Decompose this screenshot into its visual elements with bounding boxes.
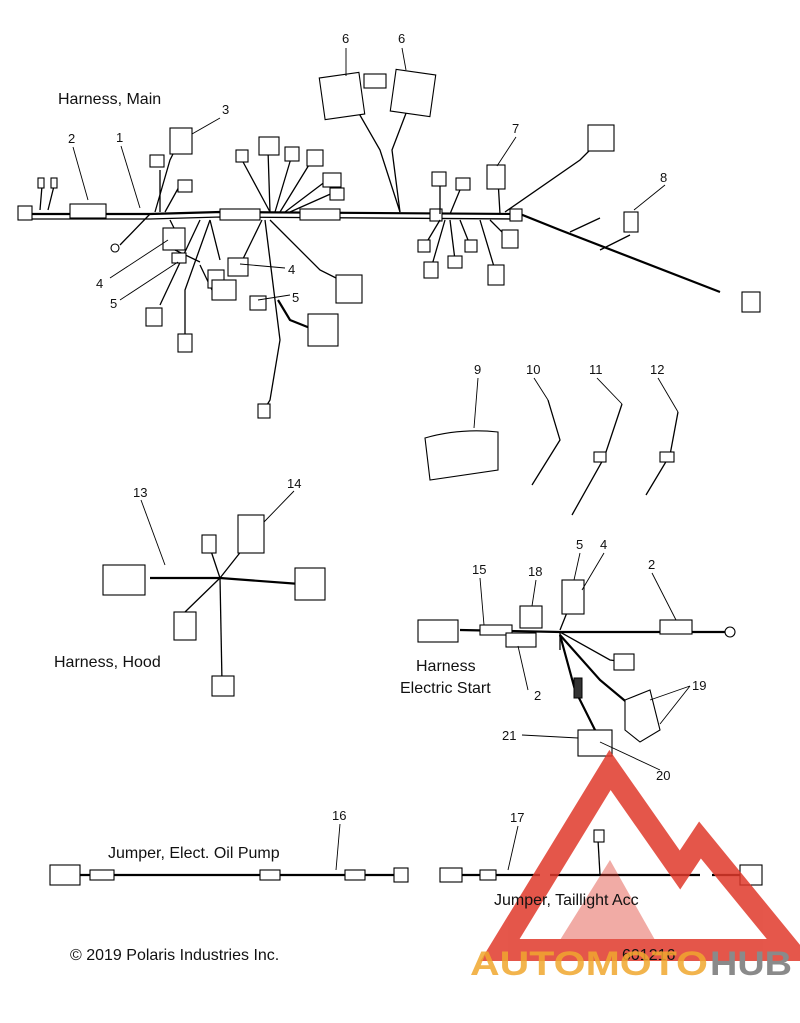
callout-10: 10 bbox=[526, 362, 540, 377]
main-leaders bbox=[72, 47, 666, 301]
callout-21: 21 bbox=[502, 728, 516, 743]
title-electric-start-1: Harness bbox=[416, 658, 476, 675]
callout-13: 13 bbox=[133, 485, 147, 500]
callout-12: 12 bbox=[650, 362, 664, 377]
title-taillight: Jumper, Taillight Acc bbox=[494, 892, 639, 909]
callout-6a: 6 bbox=[342, 31, 349, 46]
callout-16: 16 bbox=[332, 808, 346, 823]
watermark-logo bbox=[480, 749, 800, 961]
callout-4c: 4 bbox=[600, 537, 607, 552]
callout-9: 9 bbox=[474, 362, 481, 377]
callout-2b: 2 bbox=[648, 557, 655, 572]
copyright-notice: © 2019 Polaris Industries Inc. bbox=[70, 947, 279, 964]
callout-3: 3 bbox=[222, 102, 229, 117]
drawing-number: 601216 bbox=[622, 947, 675, 964]
callout-5c: 5 bbox=[576, 537, 583, 552]
watermark-text-left: AUTOMOTO bbox=[470, 945, 708, 983]
callout-7: 7 bbox=[512, 121, 519, 136]
callout-6b: 6 bbox=[398, 31, 405, 46]
callout-17: 17 bbox=[510, 810, 524, 825]
title-harness-hood: Harness, Hood bbox=[54, 654, 161, 671]
callout-20: 20 bbox=[656, 768, 670, 783]
callout-2c: 2 bbox=[534, 688, 541, 703]
hood-harness bbox=[102, 490, 326, 697]
callout-1: 1 bbox=[116, 130, 123, 145]
callout-8: 8 bbox=[660, 170, 667, 185]
loose-parts bbox=[424, 377, 679, 516]
callout-2a: 2 bbox=[68, 131, 75, 146]
callout-14: 14 bbox=[287, 476, 301, 491]
callout-4a: 4 bbox=[96, 276, 103, 291]
electric-start-harness bbox=[417, 552, 736, 771]
title-harness-main: Harness, Main bbox=[58, 91, 161, 108]
callout-5a: 5 bbox=[110, 296, 117, 311]
watermark-text: AUTOMOTO HUB bbox=[470, 945, 792, 983]
callout-18: 18 bbox=[528, 564, 542, 579]
watermark-text-right: HUB bbox=[710, 945, 792, 983]
callout-5b: 5 bbox=[292, 290, 299, 305]
callout-4b: 4 bbox=[288, 262, 295, 277]
title-oil-pump: Jumper, Elect. Oil Pump bbox=[108, 845, 280, 862]
callout-11: 11 bbox=[589, 362, 603, 377]
callout-19: 19 bbox=[692, 678, 706, 693]
callout-15: 15 bbox=[472, 562, 486, 577]
title-electric-start-2: Electric Start bbox=[400, 680, 491, 697]
oil-pump-jumper bbox=[49, 823, 409, 886]
main-harness bbox=[17, 68, 761, 419]
labels: Harness, Main Harness, Hood Harness Elec… bbox=[54, 31, 706, 964]
